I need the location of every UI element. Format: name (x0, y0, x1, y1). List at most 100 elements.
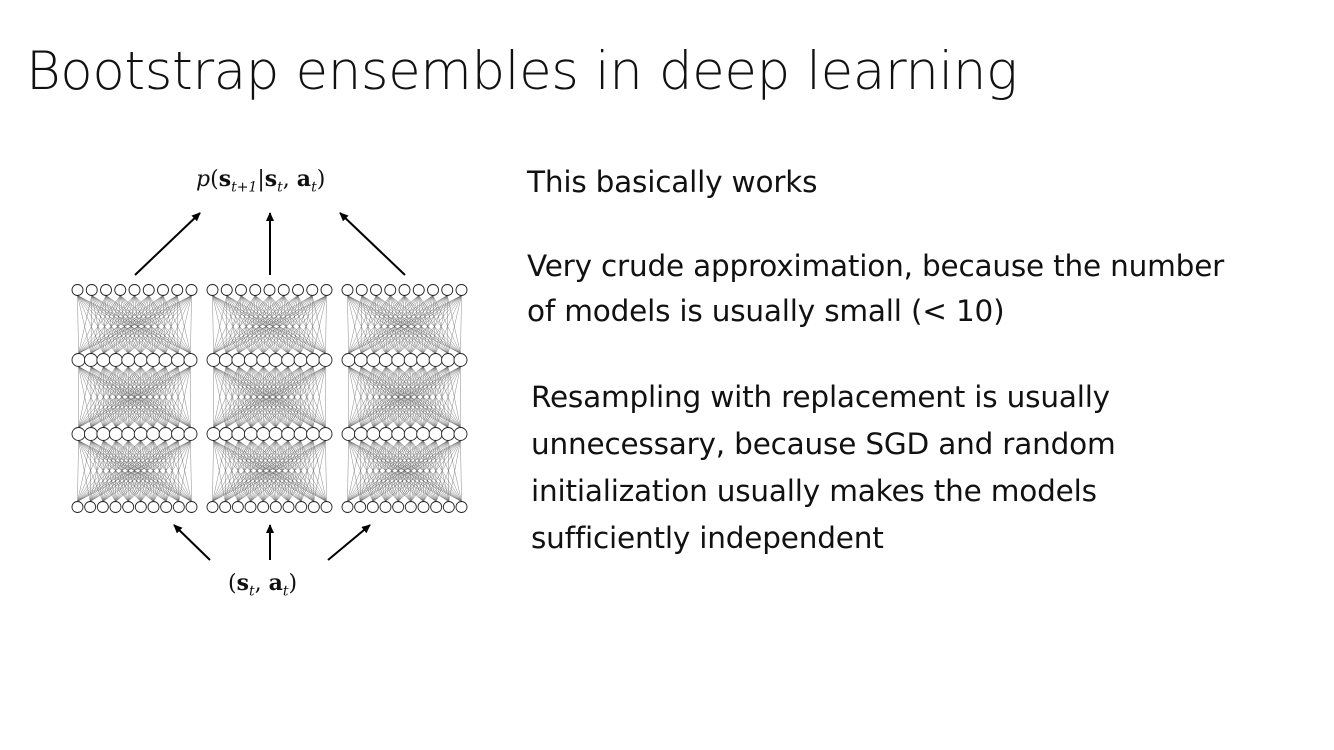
neuron (172, 501, 185, 513)
neuron (83, 427, 98, 441)
neuron (84, 501, 97, 513)
neuron (341, 427, 356, 441)
neuron (341, 353, 356, 367)
arrow-right-to-output (339, 212, 406, 276)
arrow-input-to-right (327, 524, 371, 561)
input-arrows (173, 524, 371, 561)
ensemble-diagram (71, 212, 468, 561)
neuron (391, 353, 406, 367)
neuron (83, 353, 98, 367)
neuron (146, 427, 161, 441)
neuron (231, 353, 246, 367)
neuron (100, 284, 112, 296)
neuron (318, 353, 333, 367)
neural-network-1 (71, 284, 198, 513)
neuron (206, 284, 219, 296)
neuron (341, 501, 354, 513)
neuron (379, 501, 392, 513)
neuron (392, 501, 405, 513)
neuron (244, 501, 257, 513)
neuron (354, 501, 367, 513)
neuron (235, 284, 247, 296)
neuron (122, 501, 135, 513)
neuron (71, 284, 84, 296)
neuron (306, 353, 321, 367)
neuron (441, 353, 456, 367)
neuron (185, 284, 198, 296)
neuron (249, 284, 262, 296)
neuron (455, 501, 468, 513)
neuron (243, 427, 258, 441)
neuron (256, 353, 271, 367)
neuron (384, 284, 397, 296)
neuron (268, 353, 283, 367)
neuron (71, 353, 86, 367)
neuron (404, 501, 417, 513)
neuron (108, 427, 123, 441)
neuron (146, 353, 161, 367)
neuron (416, 427, 431, 441)
neuron (453, 353, 468, 367)
neuron (370, 284, 382, 296)
output-distribution-label: p(st+1|st, at) (196, 166, 326, 196)
neuron (453, 427, 468, 441)
neuron (355, 284, 368, 296)
neuron (320, 284, 333, 296)
bullet-crude-approximation: Very crude approximation, because the nu… (527, 249, 1225, 328)
arrow-input-to-left (173, 524, 211, 561)
neuron (71, 427, 86, 441)
neuron (206, 353, 221, 367)
neuron (256, 427, 271, 441)
neuron (142, 284, 155, 296)
neuron (121, 353, 136, 367)
neuron (398, 284, 411, 296)
neuron (366, 501, 379, 513)
neural-network-ensemble (71, 284, 468, 513)
neuron (96, 427, 111, 441)
neuron (455, 284, 468, 296)
neuron (366, 427, 381, 441)
neuron (96, 501, 109, 513)
network-connections (212, 295, 327, 502)
neuron (441, 284, 454, 296)
neuron (206, 501, 219, 513)
output-arrows (134, 212, 406, 276)
neuron (219, 501, 232, 513)
neuron (158, 353, 173, 367)
neuron (378, 353, 393, 367)
neuron (218, 353, 233, 367)
neuron (157, 284, 169, 296)
neuron (108, 353, 123, 367)
arrow-left-to-output (134, 212, 201, 276)
neuron (277, 284, 290, 296)
neuron (412, 284, 425, 296)
neuron (306, 284, 319, 296)
neuron (366, 353, 381, 367)
neuron (183, 353, 198, 367)
neuron (257, 501, 270, 513)
neuron (281, 353, 296, 367)
slide-title: Bootstrap ensembles in deep learning (26, 41, 1018, 102)
neuron (171, 353, 186, 367)
neuron (133, 353, 148, 367)
neuron (109, 501, 122, 513)
input-state-action-label: (st, at) (228, 570, 298, 600)
neuron (263, 284, 276, 296)
neuron (417, 501, 430, 513)
neuron (306, 427, 321, 441)
neuron (293, 427, 308, 441)
neuron (85, 284, 98, 296)
neuron (428, 427, 443, 441)
neuron (442, 501, 455, 513)
neuron (128, 284, 141, 296)
neuron (268, 427, 283, 441)
network-connections (77, 295, 192, 502)
neuron (243, 353, 258, 367)
neuron (282, 501, 295, 513)
neuron (378, 427, 393, 441)
neuron (231, 427, 246, 441)
neuron (171, 427, 186, 441)
neuron (403, 427, 418, 441)
neural-network-3 (341, 284, 468, 513)
neuron (220, 284, 233, 296)
